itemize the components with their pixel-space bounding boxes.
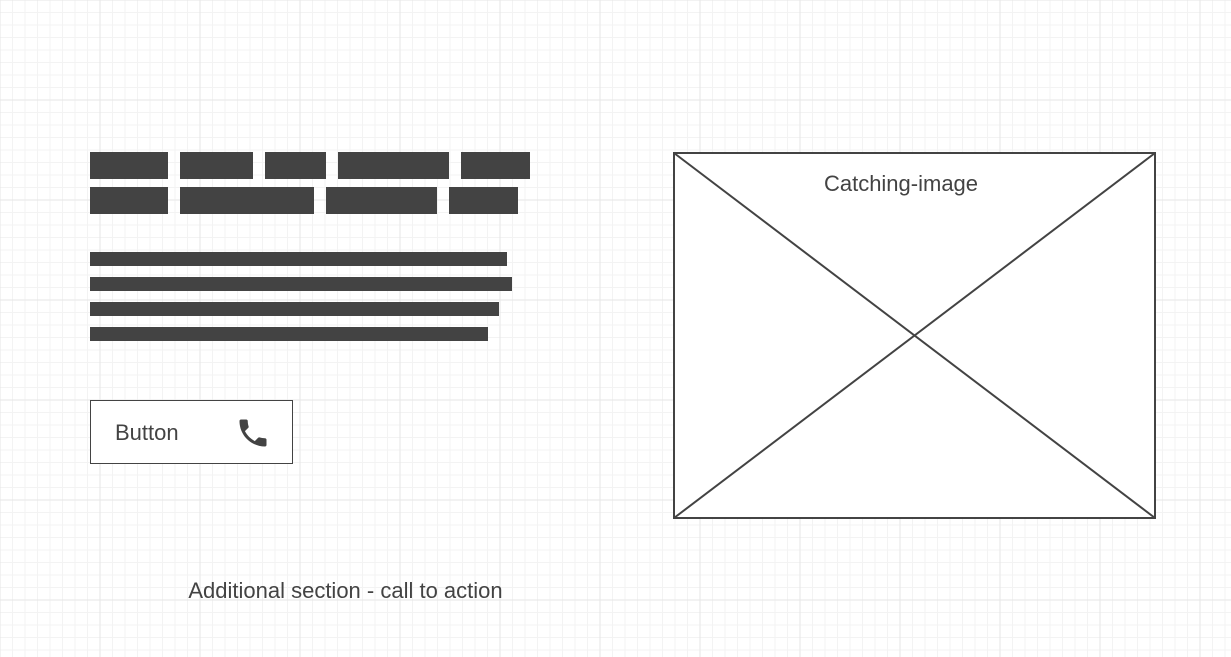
call-button[interactable]: Button	[90, 400, 293, 464]
headline-word-block	[180, 187, 314, 214]
section-caption: Additional section - call to action	[188, 578, 503, 603]
phone-icon	[235, 415, 271, 451]
paragraph-line	[90, 302, 499, 316]
headline-word-block	[90, 152, 168, 179]
headline-word-block	[326, 187, 437, 214]
headline-word-block	[461, 152, 530, 179]
headline-word-block	[449, 187, 518, 214]
headline-word-block	[90, 187, 168, 214]
headline-word-block	[338, 152, 449, 179]
paragraph-line	[90, 277, 512, 291]
image-placeholder-label: Catching-image	[823, 171, 979, 196]
paragraph-line	[90, 252, 507, 266]
paragraph-line	[90, 327, 488, 341]
headline-word-block	[265, 152, 326, 179]
image-placeholder: Catching-image	[673, 152, 1156, 519]
call-button-label: Button	[115, 420, 179, 445]
headline-word-block	[180, 152, 253, 179]
